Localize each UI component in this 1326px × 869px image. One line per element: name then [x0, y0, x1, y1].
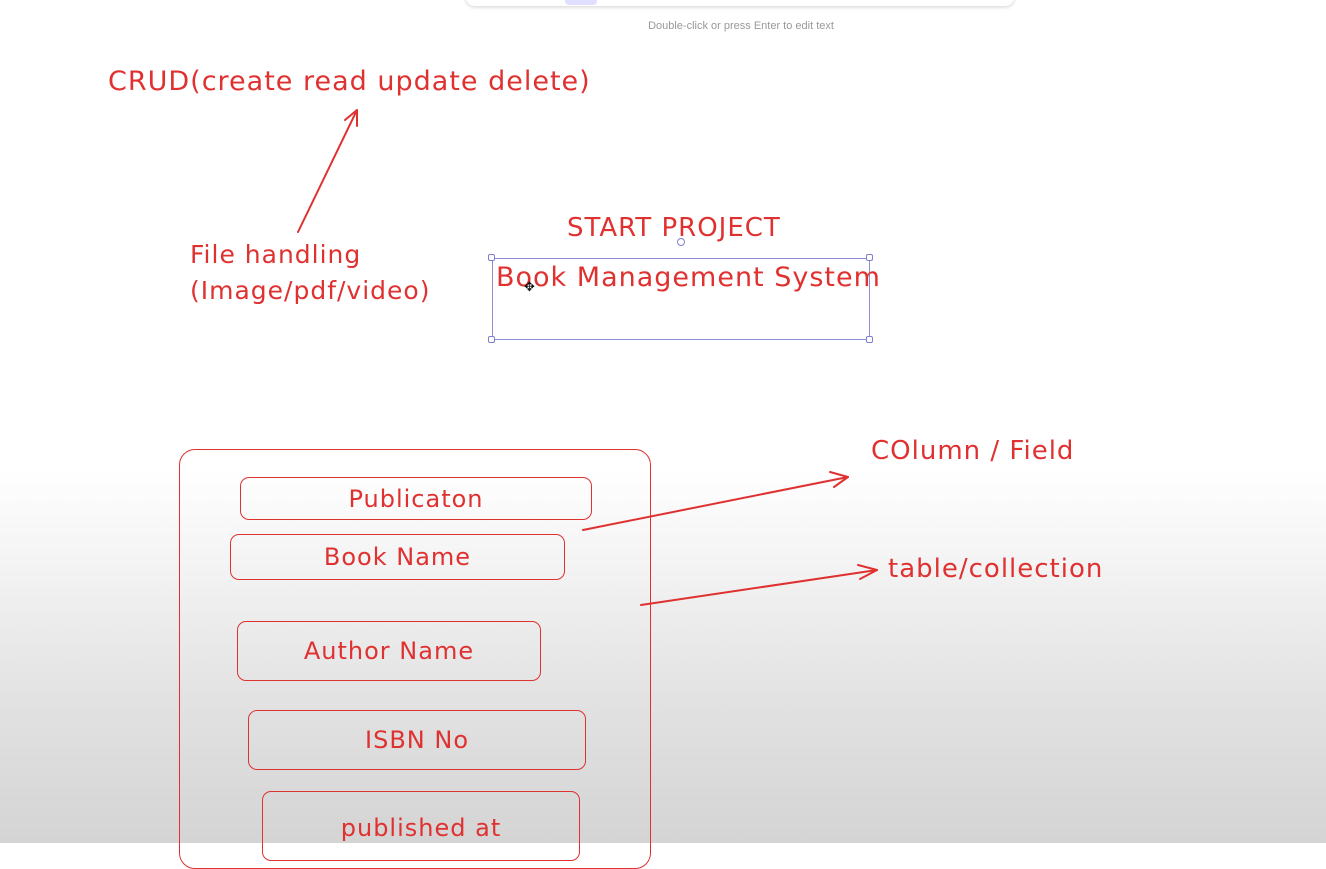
- toolbar[interactable]: [466, 0, 1014, 6]
- start-project-title[interactable]: START PROJECT: [567, 213, 781, 243]
- table-collection-note[interactable]: table/collection: [888, 554, 1104, 584]
- active-tool-indicator[interactable]: [565, 0, 597, 5]
- rotation-handle[interactable]: [677, 238, 685, 246]
- move-cursor-icon: ✥: [524, 280, 535, 295]
- resize-handle-top-left[interactable]: [488, 254, 495, 261]
- arrows-layer: [297, 109, 878, 606]
- field-box-publication[interactable]: Publicaton: [240, 477, 592, 520]
- arrow-to-crud[interactable]: [297, 109, 358, 233]
- resize-handle-bottom-left[interactable]: [488, 336, 495, 343]
- file-handling-note[interactable]: File handling: [190, 240, 362, 269]
- column-field-note[interactable]: COlumn / Field: [871, 436, 1075, 466]
- crud-note[interactable]: CRUD(create read update delete): [108, 66, 591, 97]
- resize-handle-bottom-right[interactable]: [866, 336, 873, 343]
- project-name-text[interactable]: Book Management System: [496, 262, 881, 293]
- selection-box[interactable]: [492, 258, 870, 340]
- resize-handle-top-right[interactable]: [866, 254, 873, 261]
- arrow-to-column-field[interactable]: [582, 471, 849, 531]
- edit-hint: Double-click or press Enter to edit text: [648, 20, 834, 32]
- field-box-isbn[interactable]: ISBN No: [248, 710, 586, 770]
- field-box-book-name[interactable]: Book Name: [230, 534, 565, 580]
- arrow-to-table-collection[interactable]: [640, 564, 878, 606]
- file-handling-types-note[interactable]: (Image/pdf/video): [190, 276, 431, 305]
- field-box-author-name[interactable]: Author Name: [237, 621, 541, 681]
